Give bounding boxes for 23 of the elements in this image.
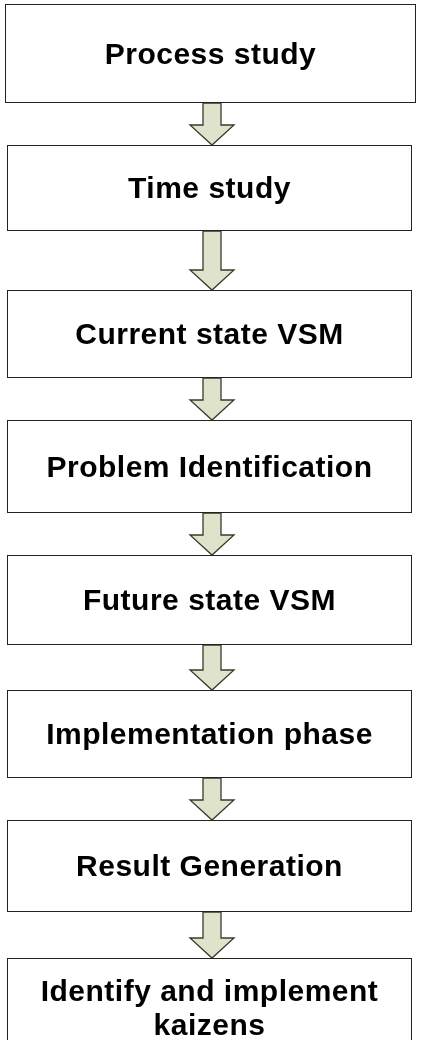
step-label: Result Generation xyxy=(76,849,343,883)
block-arrow xyxy=(188,512,236,556)
block-arrow xyxy=(188,102,236,146)
step-label: Implementation phase xyxy=(46,717,373,751)
step-label: Problem Identification xyxy=(46,449,373,484)
process-box xyxy=(7,690,412,778)
process-box xyxy=(7,555,412,645)
step-label: Time study xyxy=(128,171,291,205)
step-label: Future state VSM xyxy=(82,583,336,617)
block-arrow xyxy=(188,230,236,291)
process-box xyxy=(5,4,416,103)
step-label: Process study xyxy=(104,36,317,71)
process-box xyxy=(7,958,412,1040)
step-label: Current state VSM xyxy=(75,317,344,351)
block-arrow xyxy=(188,777,236,821)
process-box xyxy=(7,820,412,912)
process-box xyxy=(7,290,412,378)
block-arrow xyxy=(188,911,236,959)
process-box xyxy=(7,145,412,231)
block-arrow xyxy=(188,644,236,691)
step-label: Identify and implement kaizens xyxy=(39,974,380,1040)
block-arrow xyxy=(188,377,236,421)
process-box xyxy=(7,420,412,513)
